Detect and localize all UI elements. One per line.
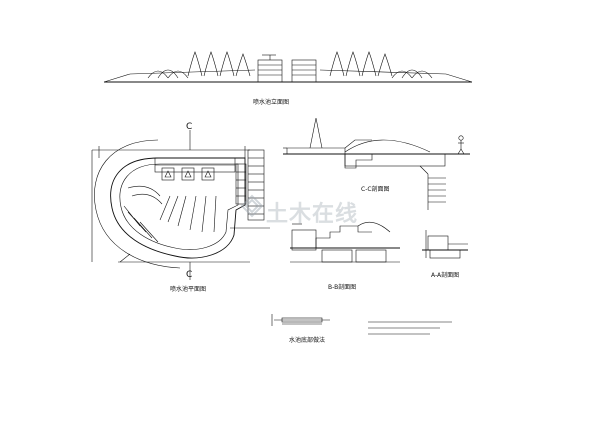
section-aa [422, 230, 468, 259]
section-cc-title: C-C剖面图 [361, 186, 390, 193]
section-aa-title: A-A剖面图 [431, 272, 460, 279]
notes-lines [368, 321, 452, 335]
section-bb [290, 221, 400, 263]
fountain-elevation [103, 51, 473, 83]
section-cut-c-top: C [186, 122, 193, 132]
watermark-logo-icon [240, 194, 264, 218]
section-cc [283, 117, 470, 210]
watermark-text: 土木在线 [266, 202, 359, 227]
pool-bottom-detail-title: 水池底部做法 [289, 337, 326, 344]
fountain-plan [91, 130, 270, 280]
plan-title: 喷水池平面图 [170, 286, 207, 293]
section-cut-c-bottom: C [186, 270, 193, 280]
section-bb-title: B-B剖面图 [328, 284, 357, 291]
elevation-title: 喷水池立面图 [253, 99, 290, 106]
pool-bottom-detail [271, 314, 330, 326]
